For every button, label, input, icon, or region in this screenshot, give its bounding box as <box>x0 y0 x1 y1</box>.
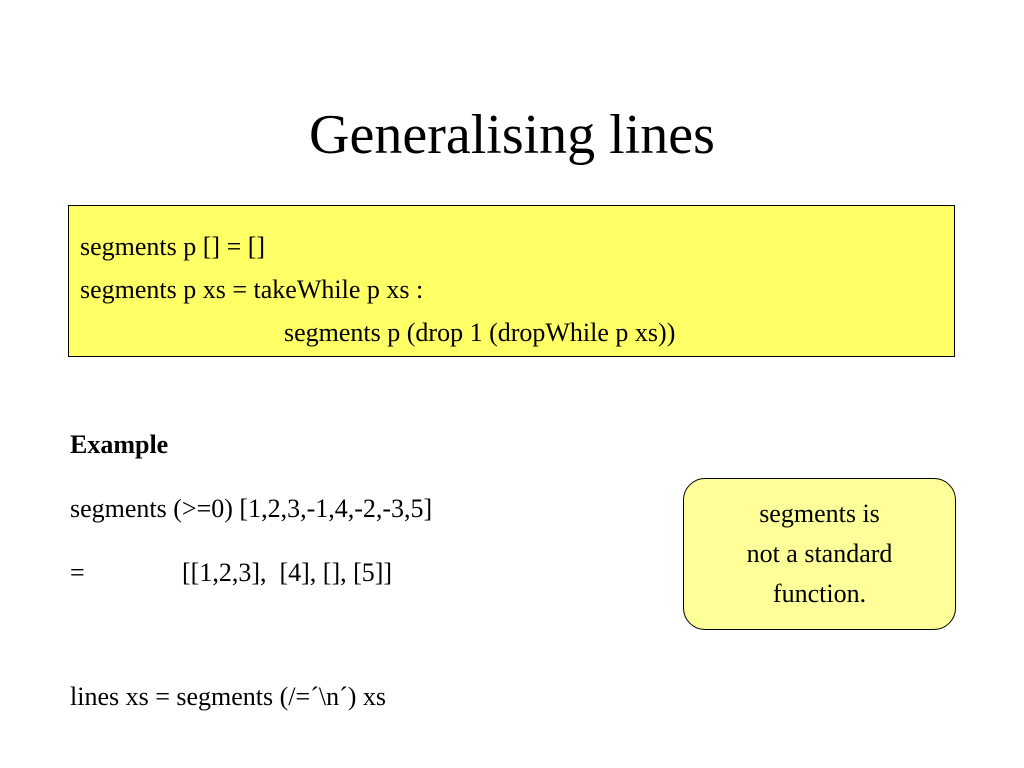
note-line-3: function. <box>772 579 867 608</box>
example-expression: segments (>=0) [1,2,3,-1,4,-2,-3,5] <box>70 494 433 523</box>
lines-definition: lines xs = segments (/=´\n´) xs <box>70 682 387 711</box>
example-equals: = <box>70 558 85 587</box>
note-line-1: segments is <box>759 499 880 528</box>
example-heading: Example <box>70 430 169 459</box>
code-line-3: segments p (drop 1 (dropWhile p xs)) <box>284 318 676 347</box>
code-line-2: segments p xs = takeWhile p xs : <box>80 275 424 304</box>
note-callout: segments is not a standard function. <box>683 478 956 630</box>
code-line-1: segments p [] = [] <box>80 232 266 261</box>
code-box: segments p [] = [] segments p xs = takeW… <box>68 205 955 357</box>
slide-title: Generalising lines <box>309 104 715 166</box>
note-line-2: not a standard <box>746 539 893 568</box>
example-result: [[1,2,3], [4], [], [5]] <box>182 558 393 587</box>
